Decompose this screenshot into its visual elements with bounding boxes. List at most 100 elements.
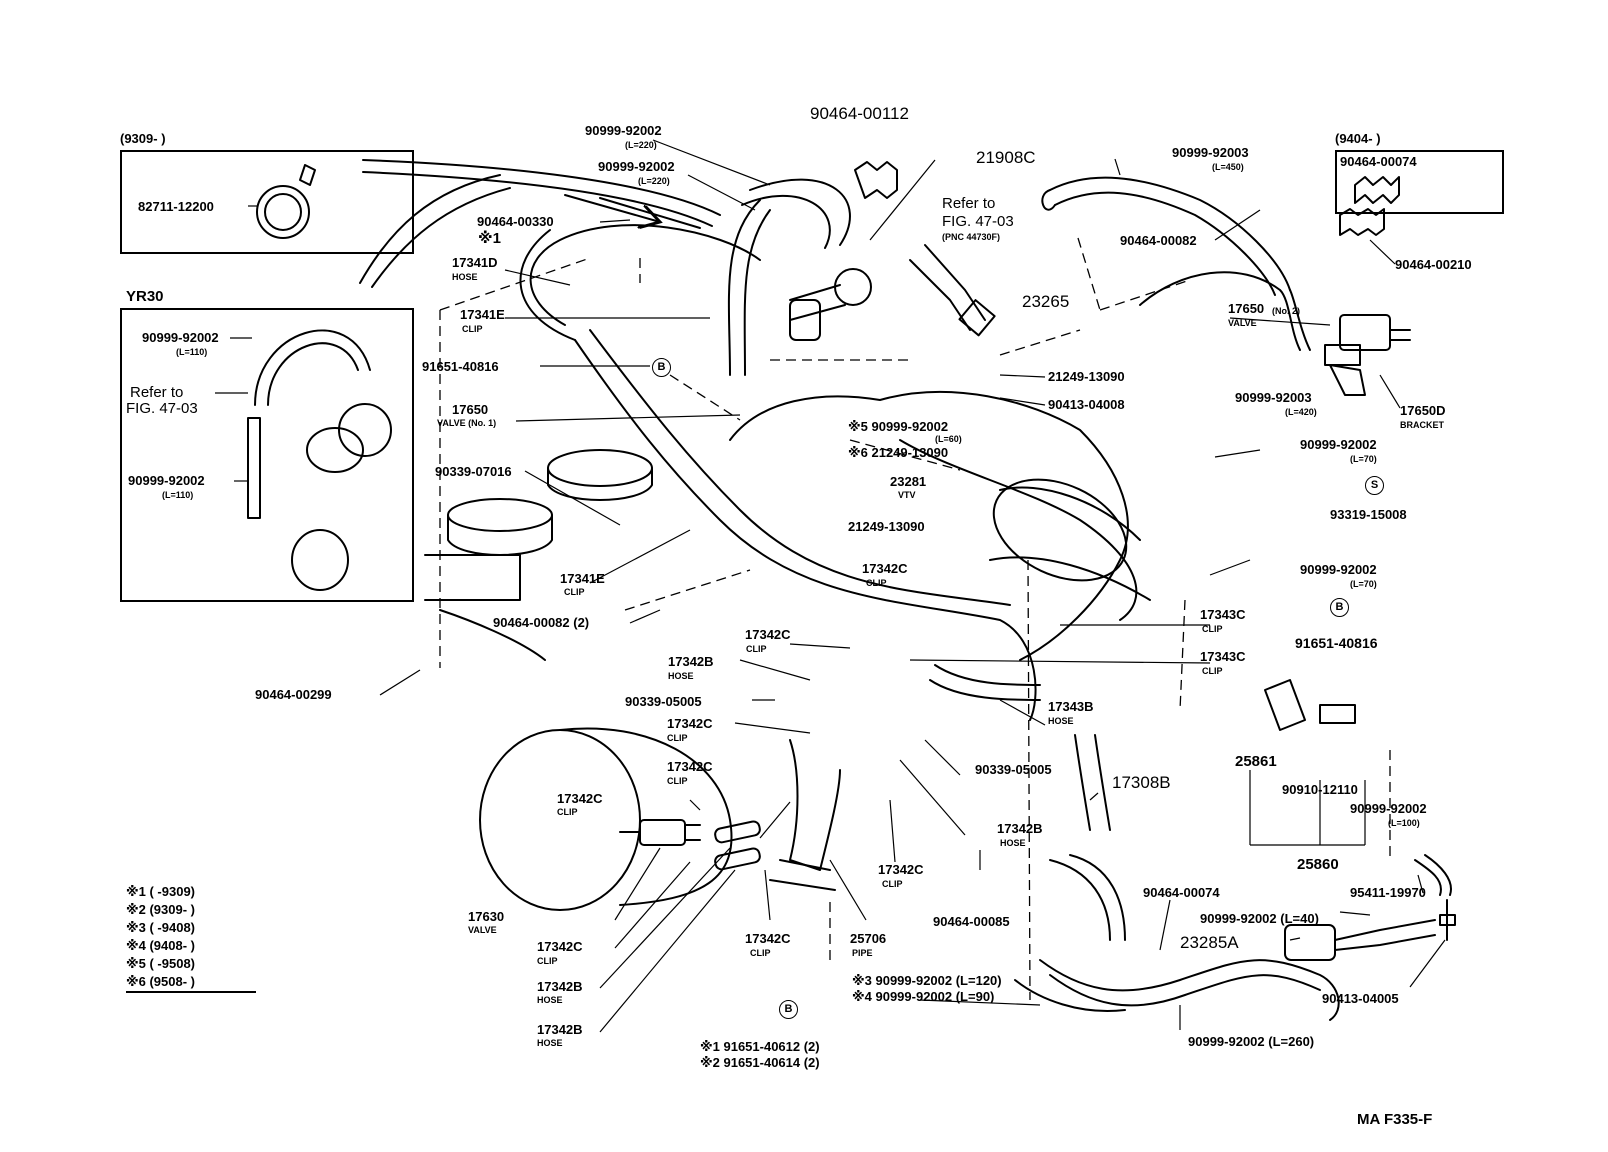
part-sub-17630: VALVE <box>468 925 497 935</box>
part-sub-17342C-e: CLIP <box>557 807 578 817</box>
part-sub-17341E: CLIP <box>462 324 483 334</box>
part-label-17342C-h[interactable]: 17342C <box>878 862 924 877</box>
part-label-17630[interactable]: 17630 <box>468 909 505 924</box>
part-label-17342C-e[interactable]: 17342C <box>557 791 603 806</box>
part-label-21249-13090-b[interactable]: 21249-13090 <box>848 519 925 534</box>
part-length-hose-220a: (L=220) <box>625 140 657 150</box>
part-label-93319-15008[interactable]: 93319-15008 <box>1330 507 1407 522</box>
part-length-90999-92002-100: (L=100) <box>1388 818 1420 828</box>
part-sub-17343C-b: CLIP <box>1202 666 1223 676</box>
part-label-17341D[interactable]: 17341D <box>452 255 498 270</box>
part-label-23281[interactable]: 23281 <box>890 474 927 489</box>
part-sub-17343B: HOSE <box>1048 716 1074 726</box>
part-label-hose-220a[interactable]: 90999-92002 <box>585 123 662 138</box>
part-label-90999-92003-420[interactable]: 90999-92003 <box>1235 390 1312 405</box>
part-label-17342C-d[interactable]: 17342C <box>667 759 713 774</box>
legend-item-5: ※5 ( -9508) <box>126 956 195 971</box>
part-label-90464-00330[interactable]: 90464-00330 <box>477 214 554 229</box>
part-label-17342C-g[interactable]: 17342C <box>745 931 791 946</box>
part-sub-17343C-a: CLIP <box>1202 624 1223 634</box>
part-label-90999-92002-70a[interactable]: 90999-92002 <box>1300 437 1377 452</box>
part-label-90999-92002-260[interactable]: 90999-92002 (L=260) <box>1188 1034 1315 1049</box>
part-label-17342C-a[interactable]: 17342C <box>862 561 908 576</box>
part-label-17342C-c[interactable]: 17342C <box>667 716 713 731</box>
part-label-90413-04008[interactable]: 90413-04008 <box>1048 397 1125 412</box>
part-label-90464-00082[interactable]: 90464-00082 <box>1120 233 1197 248</box>
hose-17341D <box>362 159 721 216</box>
part-label-mark1[interactable]: ※1 91651-40612 (2) <box>700 1039 820 1054</box>
part-label-90464-00299[interactable]: 90464-00299 <box>255 687 332 702</box>
part-label-mark3-hose[interactable]: ※3 90999-92002 (L=120) <box>852 973 1002 988</box>
part-label-90339-07016[interactable]: 90339-07016 <box>435 464 512 479</box>
part-sub-17650: VALVE (No. 1) <box>437 418 497 428</box>
callout-b-right: B <box>1330 598 1349 617</box>
part-label-90999-92003-450[interactable]: 90999-92003 <box>1172 145 1249 160</box>
inset-box-yr30 <box>120 308 414 602</box>
part-label-95411-19970[interactable]: 95411-19970 <box>1350 885 1426 900</box>
legend-item-1: ※1 ( -9309) <box>126 884 195 899</box>
part-label-mark6[interactable]: ※6 21249-13090 <box>848 445 949 460</box>
refer-fig-yr30: FIG. 47-03 <box>126 400 198 417</box>
part-sub-17342C-f: CLIP <box>537 956 558 966</box>
refer-fig-main: FIG. 47-03 <box>942 213 1014 230</box>
part-label-23265[interactable]: 23265 <box>1022 292 1070 311</box>
part-label-17342B-c[interactable]: 17342B <box>537 1022 583 1037</box>
refer-pnc-main: (PNC 44730F) <box>942 232 1001 242</box>
part-label-90464-00112[interactable]: 90464-00112 <box>810 104 909 123</box>
part-label-23285A[interactable]: 23285A <box>1180 933 1239 952</box>
part-sub-17342B-d: HOSE <box>1000 838 1026 848</box>
part-label-25860[interactable]: 25860 <box>1297 856 1339 873</box>
part-sub-17342C-c: CLIP <box>667 733 688 743</box>
refer-to-main: Refer to <box>942 195 996 212</box>
part-label-90910-12110[interactable]: 90910-12110 <box>1282 782 1358 797</box>
part-label-90999-92002-70b[interactable]: 90999-92002 <box>1300 562 1377 577</box>
part-label-17342C-b[interactable]: 17342C <box>745 627 791 642</box>
part-label-90464-00210[interactable]: 90464-00210 <box>1395 257 1472 272</box>
mark-1-top: ※1 <box>478 230 501 247</box>
part-label-17341E-2[interactable]: 17341E <box>560 571 605 586</box>
part-label-25706[interactable]: 25706 <box>850 931 887 946</box>
part-label-17343C-a[interactable]: 17343C <box>1200 607 1246 622</box>
part-label-90464-00074[interactable]: 90464-00074 <box>1143 885 1220 900</box>
part-label-90339-05005-b[interactable]: 90339-05005 <box>975 762 1052 777</box>
part-label-91651-40816-b[interactable]: 91651-40816 <box>1295 635 1378 651</box>
part-label-90464-00085[interactable]: 90464-00085 <box>933 914 1010 929</box>
part-length-yr30-hose-bottom: (L=110) <box>162 490 194 500</box>
part-label-17650-no2[interactable]: 17650 <box>1228 301 1265 316</box>
figure-code: MA F335-F <box>1357 1111 1433 1128</box>
part-length-yr30-hose-top: (L=110) <box>176 347 208 357</box>
part-label-17342B-d[interactable]: 17342B <box>997 821 1043 836</box>
part-label-mark2[interactable]: ※2 91651-40614 (2) <box>700 1055 820 1070</box>
part-label-90339-05005-a[interactable]: 90339-05005 <box>625 694 702 709</box>
part-label-17308B[interactable]: 17308B <box>1112 773 1171 792</box>
part-label-17342C-f[interactable]: 17342C <box>537 939 583 954</box>
part-label-9404-90464-00074[interactable]: 90464-00074 <box>1340 154 1417 169</box>
part-label-17342B-b[interactable]: 17342B <box>537 979 583 994</box>
part-label-25861[interactable]: 25861 <box>1235 753 1277 770</box>
part-label-21908C[interactable]: 21908C <box>976 148 1036 167</box>
legend-item-3: ※3 ( -9408) <box>126 920 195 935</box>
part-label-17342B-a[interactable]: 17342B <box>668 654 714 669</box>
part-length-90999-92002-70a: (L=70) <box>1350 454 1377 464</box>
part-label-82711-12200[interactable]: 82711-12200 <box>138 199 214 214</box>
part-label-17343B[interactable]: 17343B <box>1048 699 1094 714</box>
part-label-91651-40816-a[interactable]: 91651-40816 <box>422 359 499 374</box>
part-label-hose-220b[interactable]: 90999-92002 <box>598 159 675 174</box>
part-label-90413-04005[interactable]: 90413-04005 <box>1322 991 1399 1006</box>
part-label-mark5-hose[interactable]: ※5 90999-92002 <box>848 419 949 434</box>
part-label-17341E[interactable]: 17341E <box>460 307 505 322</box>
part-label-17650[interactable]: 17650 <box>452 402 489 417</box>
part-label-17343C-b[interactable]: 17343C <box>1200 649 1246 664</box>
part-label-yr30-hose-top[interactable]: 90999-92002 <box>142 330 219 345</box>
part-label-mark4-hose[interactable]: ※4 90999-92002 (L=90) <box>852 989 995 1004</box>
part-label-90464-00082-2[interactable]: 90464-00082 (2) <box>493 615 590 630</box>
part-label-90999-92002-40[interactable]: 90999-92002 (L=40) <box>1200 911 1319 926</box>
part-label-90999-92002-100[interactable]: 90999-92002 <box>1350 801 1427 816</box>
part-sub-17342C-a: CLIP <box>866 578 887 588</box>
part-label-17650D[interactable]: 17650D <box>1400 403 1446 418</box>
part-label-21249-13090-a[interactable]: 21249-13090 <box>1048 369 1125 384</box>
part-label-yr30-hose-bottom[interactable]: 90999-92002 <box>128 473 205 488</box>
part-length-90999-92003-420: (L=420) <box>1285 407 1317 417</box>
legend: ※1 ( -9309) ※2 (9309- ) ※3 ( -9408) ※4 (… <box>126 885 256 993</box>
